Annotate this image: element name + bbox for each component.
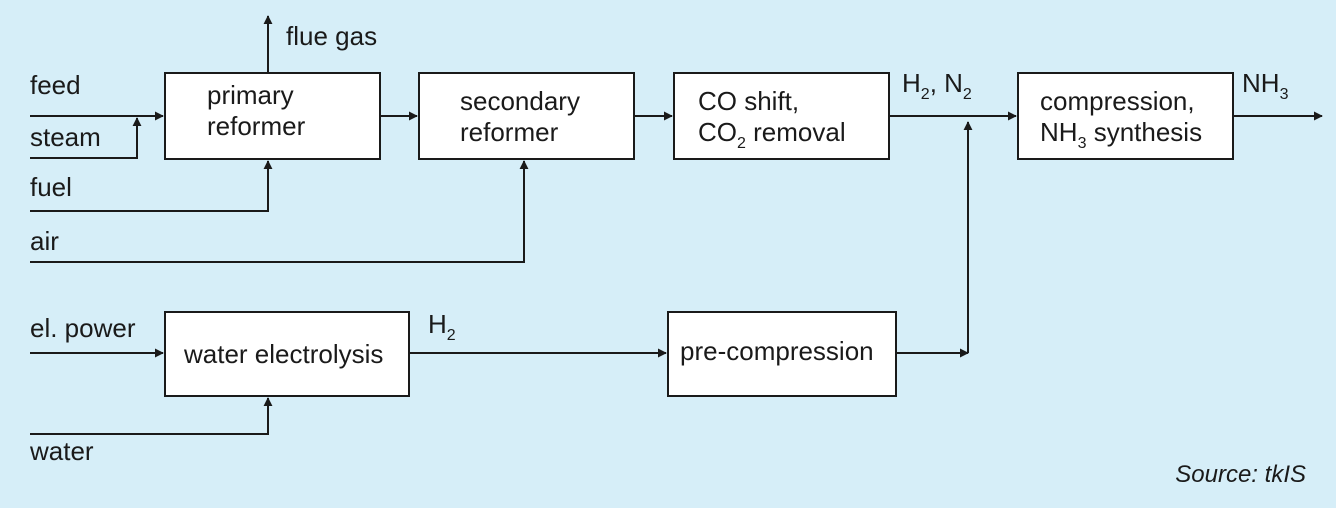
primary-reformer-box bbox=[164, 72, 381, 160]
co-shift-label-2: CO2 removal bbox=[698, 117, 846, 152]
feed-label: feed bbox=[30, 70, 81, 100]
air-label: air bbox=[30, 226, 59, 256]
h2-label: H2 bbox=[428, 309, 456, 344]
primary-reformer-label-1: primary bbox=[207, 80, 294, 110]
water-label: water bbox=[29, 436, 94, 466]
water-electrolysis-box bbox=[164, 311, 410, 397]
el-power-label: el. power bbox=[30, 313, 136, 343]
secondary-reformer-label-1: secondary bbox=[460, 86, 580, 116]
secondary-reformer-label-2: reformer bbox=[460, 117, 559, 147]
primary-reformer-label-2: reformer bbox=[207, 111, 306, 141]
co-shift-label-1: CO shift, bbox=[698, 86, 799, 116]
air-arrow bbox=[30, 160, 529, 263]
compression-label-2: NH3 synthesis bbox=[1040, 117, 1202, 152]
nh3-label: NH3 bbox=[1242, 68, 1289, 103]
pre-compression-label: pre-compression bbox=[680, 336, 874, 366]
water-electrolysis-label: water electrolysis bbox=[183, 339, 383, 369]
secondary-reformer-box bbox=[418, 72, 635, 160]
h2-n2-label: H2, N2 bbox=[902, 68, 972, 103]
source-note: Source: tkIS bbox=[1175, 461, 1306, 488]
co-shift-box bbox=[673, 72, 890, 160]
steam-label: steam bbox=[30, 122, 101, 152]
fuel-label: fuel bbox=[30, 172, 72, 202]
pre-compression-box bbox=[667, 311, 897, 397]
compression-label-1: compression, bbox=[1040, 86, 1195, 116]
water-arrow bbox=[30, 397, 273, 435]
fuel-arrow bbox=[30, 160, 273, 212]
steam-arrow bbox=[30, 117, 142, 159]
flue-gas-label: flue gas bbox=[286, 21, 377, 51]
